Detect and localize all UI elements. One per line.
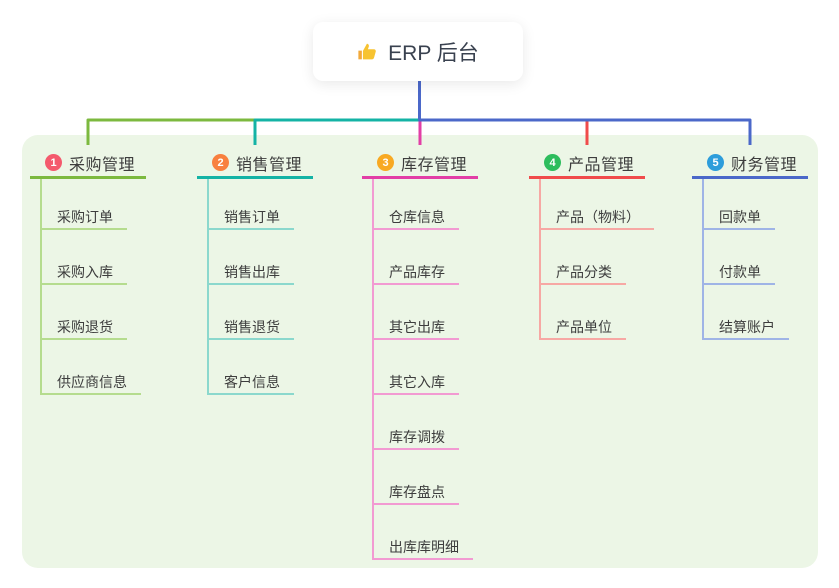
branch-label: 财务管理: [731, 156, 798, 174]
root-node-label: ERP 后台: [388, 41, 479, 65]
child-node[interactable]: 库存调拨: [372, 421, 459, 450]
child-node[interactable]: 结算账户: [702, 311, 789, 340]
branch-badge: 1: [45, 154, 62, 171]
branch-node-1[interactable]: 1 采购管理: [30, 149, 146, 179]
child-node[interactable]: 回款单: [702, 201, 775, 230]
child-node[interactable]: 销售订单: [207, 201, 294, 230]
branch-badge: 4: [544, 154, 561, 171]
child-node[interactable]: 采购订单: [40, 201, 127, 230]
branch-label: 产品管理: [568, 156, 635, 174]
root-node[interactable]: ERP 后台: [313, 22, 523, 81]
child-node[interactable]: 其它出库: [372, 311, 459, 340]
branch-badge: 5: [707, 154, 724, 171]
branch-node-4[interactable]: 4 产品管理: [529, 149, 645, 179]
branch-badge: 3: [377, 154, 394, 171]
child-node[interactable]: 产品分类: [539, 256, 626, 285]
child-node[interactable]: 销售退货: [207, 311, 294, 340]
child-node[interactable]: 仓库信息: [372, 201, 459, 230]
branch-children-line: [702, 179, 704, 340]
thumbs-up-icon: [357, 41, 379, 63]
child-node[interactable]: 销售出库: [207, 256, 294, 285]
child-node[interactable]: 付款单: [702, 256, 775, 285]
mindmap-background-panel: [22, 135, 818, 568]
child-node[interactable]: 出库库明细: [372, 531, 473, 560]
child-node[interactable]: 采购退货: [40, 311, 127, 340]
branch-node-2[interactable]: 2 销售管理: [197, 149, 313, 179]
branch-badge: 2: [212, 154, 229, 171]
branch-children-line: [372, 179, 374, 560]
branch-children-line: [539, 179, 541, 340]
branch-label: 采购管理: [69, 156, 136, 174]
branch-label: 库存管理: [401, 156, 468, 174]
branch-children-line: [207, 179, 209, 395]
branch-children-line: [40, 179, 42, 395]
child-node[interactable]: 产品（物料）: [539, 201, 654, 230]
child-node[interactable]: 客户信息: [207, 366, 294, 395]
child-node[interactable]: 产品单位: [539, 311, 626, 340]
branch-node-3[interactable]: 3 库存管理: [362, 149, 478, 179]
branch-label: 销售管理: [236, 156, 303, 174]
child-node[interactable]: 采购入库: [40, 256, 127, 285]
child-node[interactable]: 其它入库: [372, 366, 459, 395]
branch-node-5[interactable]: 5 财务管理: [692, 149, 808, 179]
child-node[interactable]: 库存盘点: [372, 476, 459, 505]
child-node[interactable]: 产品库存: [372, 256, 459, 285]
child-node[interactable]: 供应商信息: [40, 366, 141, 395]
